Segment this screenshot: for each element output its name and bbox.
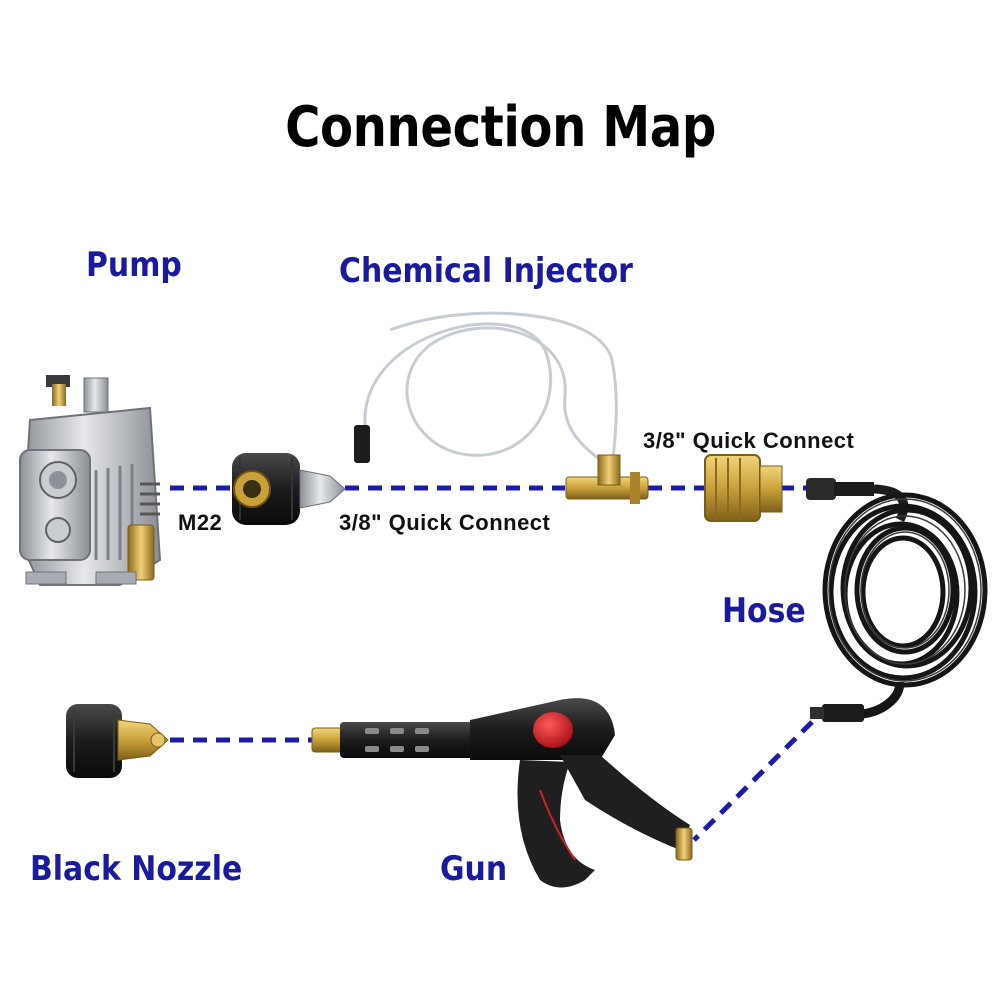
- label-quick-connect-upper: 3/8" Quick Connect: [643, 428, 855, 453]
- black-nozzle-illustration: [66, 704, 169, 778]
- quick-coupler-illustration: [704, 454, 783, 522]
- pump-illustration: [19, 375, 162, 586]
- m22-adapter-illustration: [232, 453, 346, 525]
- dashed-connection-lines: [170, 485, 814, 842]
- label-hose: Hose: [722, 591, 806, 631]
- label-black-nozzle: Black Nozzle: [30, 849, 243, 889]
- label-pump: Pump: [86, 245, 182, 285]
- label-quick-connect-lower: 3/8" Quick Connect: [339, 510, 551, 535]
- gun-illustration: [311, 698, 693, 888]
- dash-hose-to-gun: [692, 720, 814, 842]
- hose-illustration: [806, 478, 988, 722]
- label-gun: Gun: [440, 849, 508, 889]
- chemical-injector-illustration: [354, 311, 649, 504]
- label-m22: M22: [178, 510, 223, 535]
- label-chemical-injector: Chemical Injector: [339, 251, 633, 291]
- page-title: Connection Map: [285, 95, 716, 160]
